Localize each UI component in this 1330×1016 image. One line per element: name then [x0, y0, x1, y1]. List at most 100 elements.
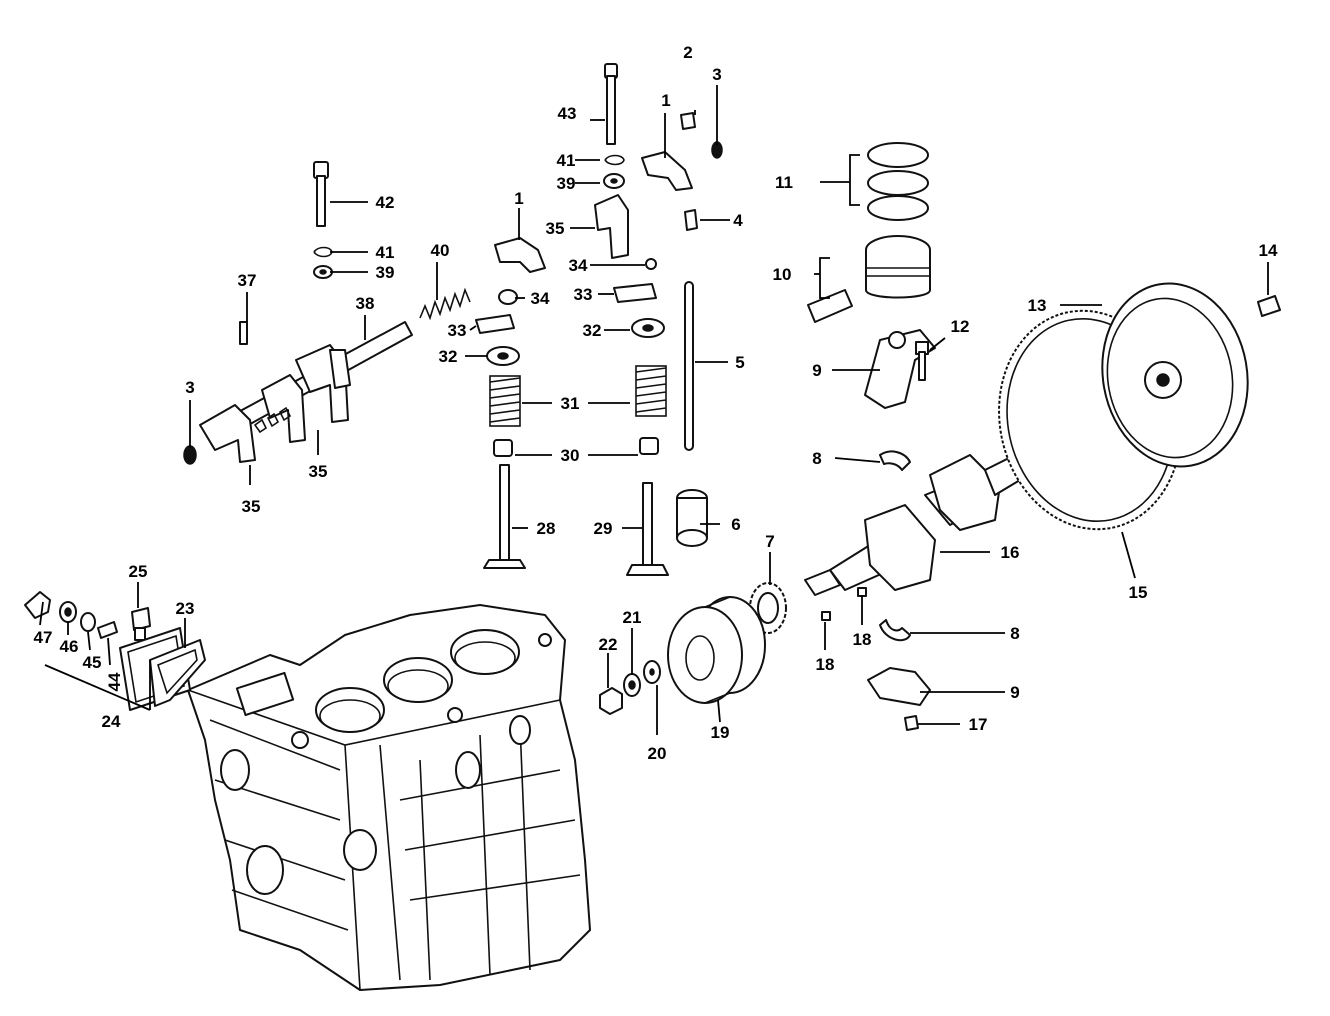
callout-44: 44 [105, 672, 124, 691]
clip-41-center [604, 154, 625, 166]
leader-lines [39, 85, 1269, 735]
callout-41-left: 41 [376, 243, 395, 262]
cap-34-right [645, 258, 657, 270]
gasket-24 [149, 639, 206, 707]
callout-19: 19 [711, 723, 730, 742]
callout-3-left: 3 [185, 378, 194, 397]
callout-15: 15 [1129, 583, 1148, 602]
callout-30: 30 [561, 446, 580, 465]
callout-9-lower: 9 [1010, 683, 1019, 702]
rocker-arm-1-right [641, 151, 693, 191]
rocker-arm-1-left [494, 237, 546, 273]
callout-18-left: 18 [816, 655, 835, 674]
bearing-8-lower [879, 619, 911, 642]
callout-8-lower: 8 [1010, 624, 1019, 643]
callout-32-right: 32 [583, 321, 602, 340]
retainer-32-left [486, 346, 520, 366]
bolt-42 [313, 161, 329, 227]
callout-10: 10 [773, 265, 792, 284]
bearing-8-upper [879, 450, 911, 471]
callout-33-left: 33 [448, 321, 467, 340]
callout-31: 31 [561, 394, 580, 413]
callout-17: 17 [969, 715, 988, 734]
cap-4 [684, 209, 698, 231]
callout-34-right: 34 [569, 256, 588, 275]
nut-17 [904, 715, 919, 731]
callout-37: 37 [238, 271, 257, 290]
rocker-support-35 [594, 194, 629, 259]
callout-43: 43 [558, 104, 577, 123]
callout-3-right: 3 [712, 65, 721, 84]
callout-12: 12 [951, 317, 970, 336]
spring-40 [419, 287, 471, 321]
callout-22: 22 [599, 635, 618, 654]
callout-14: 14 [1259, 241, 1278, 260]
callout-39-center: 39 [557, 174, 576, 193]
callout-5: 5 [735, 353, 744, 372]
callout-7: 7 [765, 532, 774, 551]
stud-37 [239, 321, 248, 345]
callout-42: 42 [376, 193, 395, 212]
callout-13: 13 [1028, 296, 1047, 315]
washer-45 [80, 612, 96, 632]
washer-39-center [603, 173, 625, 189]
callout-33-right: 33 [574, 285, 593, 304]
callout-47: 47 [34, 628, 53, 647]
callout-23: 23 [176, 599, 195, 618]
callout-25: 25 [129, 562, 148, 581]
seal-46 [59, 601, 77, 623]
seal-30-right [639, 437, 659, 455]
bolt-12 [915, 341, 929, 381]
callout-35-bottom: 35 [242, 497, 261, 516]
callout-35-mid: 35 [309, 462, 328, 481]
callout-11: 11 [775, 173, 793, 192]
callout-39-left: 39 [376, 263, 395, 282]
callout-labels: 1 1 2 3 3 4 5 6 7 8 8 9 9 10 11 12 13 14… [34, 43, 1278, 763]
washer-39-left [313, 265, 333, 279]
rod-cap-9 [867, 667, 931, 706]
nut-22 [599, 687, 623, 715]
plug-47 [24, 591, 51, 619]
callout-46: 46 [60, 637, 79, 656]
washer-21 [623, 673, 641, 697]
callout-18-right: 18 [853, 630, 872, 649]
nut-2 [680, 112, 696, 130]
washer-20 [643, 660, 661, 684]
bolt-25 [131, 607, 151, 641]
callout-6: 6 [731, 515, 740, 534]
piston-10 [865, 235, 931, 299]
pushrod-5 [684, 281, 694, 451]
retainer-32-right [631, 318, 665, 338]
callout-21: 21 [623, 608, 642, 627]
keeper-33-right [613, 283, 657, 303]
callout-45: 45 [83, 653, 102, 672]
callout-29: 29 [594, 519, 613, 538]
valve-28 [483, 464, 526, 569]
cylinder-block [187, 604, 591, 991]
callout-9-upper: 9 [812, 361, 821, 380]
tappet-6 [676, 489, 708, 547]
callout-28: 28 [537, 519, 556, 538]
piston-pin-10 [807, 289, 853, 323]
callout-2: 2 [683, 43, 692, 62]
callout-24: 24 [102, 712, 121, 731]
bolt-14 [1257, 295, 1281, 317]
clip-41-left [313, 246, 333, 258]
seal-30-left [493, 439, 513, 457]
cap-34-left [498, 289, 518, 305]
keeper-33-left [475, 314, 515, 334]
nut-3-left [183, 445, 197, 465]
callout-32-left: 32 [439, 347, 458, 366]
callout-4: 4 [733, 211, 743, 230]
crankshaft-16 [804, 454, 1021, 596]
callout-38: 38 [356, 294, 375, 313]
flywheel-13 [1101, 282, 1249, 468]
key-18-left [821, 611, 831, 621]
callout-20: 20 [648, 744, 667, 763]
callout-35-top: 35 [546, 219, 565, 238]
callout-1-left: 1 [514, 189, 523, 208]
valve-29 [626, 482, 669, 576]
valve-spring-31-right [635, 365, 667, 417]
